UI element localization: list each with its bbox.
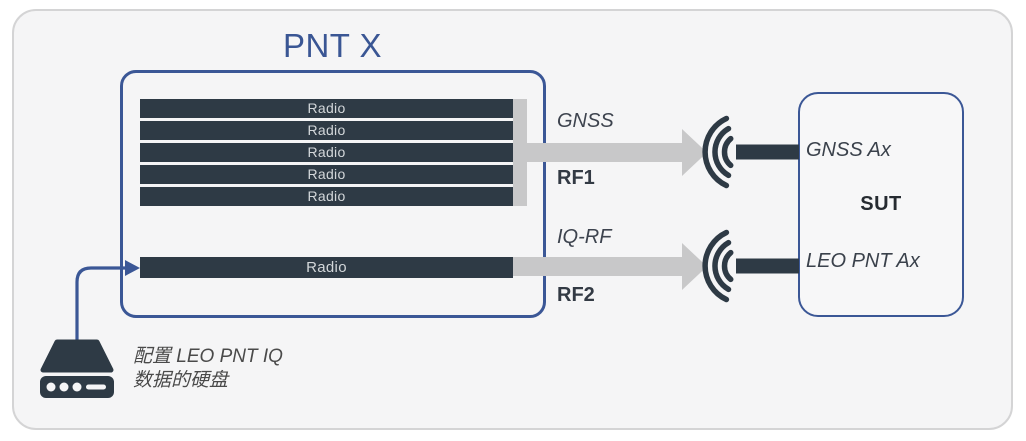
pntx-title: PNT X <box>282 27 383 64</box>
leo-pnt-ax-label: LEO PNT Ax <box>806 250 920 272</box>
radio-module: Radio <box>140 99 513 118</box>
gnss-signal-label: GNSS <box>557 110 614 132</box>
signal-arrow-icon <box>513 129 707 176</box>
rf1-port-label: RF1 <box>557 167 595 189</box>
sut-title: SUT <box>860 193 902 215</box>
hard-drive-icon <box>40 339 114 398</box>
antenna-icon <box>702 229 799 303</box>
disk-caption-line1: 配置 LEO PNT IQ <box>133 346 283 367</box>
radio-module-iq: Radio <box>140 257 513 278</box>
disk-caption-line2: 数据的硬盘 <box>133 370 229 391</box>
connector-arrow-icon <box>75 260 140 344</box>
antenna-icon <box>702 115 799 189</box>
sut-box <box>798 92 964 317</box>
radio-module: Radio <box>140 121 513 140</box>
radio-module: Radio <box>140 187 513 206</box>
disk-caption: 配置 LEO PNT IQ 数据的硬盘 <box>133 345 283 393</box>
rf2-port-label: RF2 <box>557 284 595 306</box>
gnss-ax-label: GNSS Ax <box>806 139 891 161</box>
signal-arrow-icon <box>513 243 707 290</box>
pntx-box <box>120 70 546 318</box>
radio-module: Radio <box>140 143 513 162</box>
iqrf-signal-label: IQ-RF <box>557 226 612 248</box>
radio-module: Radio <box>140 165 513 184</box>
